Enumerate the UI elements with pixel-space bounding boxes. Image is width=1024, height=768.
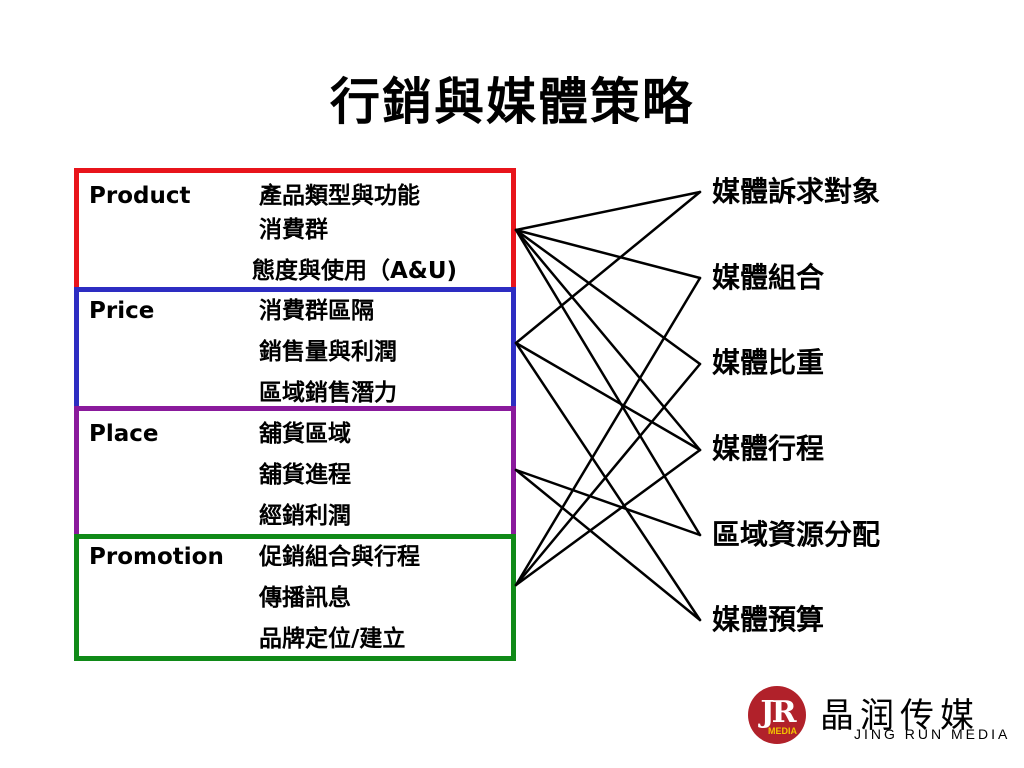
promotion-item-3: 品牌定位/建立 [259, 626, 406, 652]
media-item-mix: 媒體組合 [712, 261, 825, 294]
promotion-box [74, 534, 516, 661]
media-item-regional-allocation: 區域資源分配 [712, 518, 881, 551]
price-item-2: 銷售量與利潤 [259, 339, 397, 365]
place-item-3: 經銷利潤 [259, 503, 351, 529]
slide-title: 行銷與媒體策略 [330, 73, 694, 131]
place-item-1: 舖貨區域 [259, 421, 351, 447]
media-item-budget: 媒體預算 [712, 603, 825, 636]
product-label: Product [89, 183, 191, 209]
company-logo-name-cn: 晶润传媒 [820, 696, 980, 736]
company-logo-mark-sub: MEDIA [768, 726, 797, 736]
connector-product-schedule [514, 228, 702, 452]
company-logo-name-en: JING RUN MEDIA [854, 726, 1011, 742]
place-label: Place [89, 421, 159, 447]
price-label: Price [89, 298, 155, 324]
connector-place-regional [514, 468, 702, 537]
connector-promotion-schedule [514, 448, 702, 587]
place-item-2: 舖貨進程 [259, 462, 351, 488]
connector-price-schedule [514, 341, 702, 452]
connector-product-regional [514, 228, 702, 537]
product-item-2: 消費群 [259, 217, 328, 243]
promotion-label: Promotion [89, 544, 224, 570]
connector-price-target [514, 190, 702, 345]
connector-price-budget [514, 341, 702, 622]
connector-promotion-mix [514, 276, 702, 587]
connector-product-mix [514, 228, 702, 280]
price-item-1: 消費群區隔 [259, 298, 374, 324]
connector-place-budget [514, 468, 702, 622]
company-logo-mark: JR [748, 686, 806, 744]
connector-promotion-weight [514, 362, 702, 587]
product-item-3: 態度與使用（A&U) [252, 258, 458, 284]
product-item-1: 產品類型與功能 [259, 183, 420, 209]
media-item-schedule: 媒體行程 [712, 432, 825, 465]
connector-product-target [514, 190, 702, 232]
price-item-3: 區域銷售潛力 [259, 380, 397, 406]
promotion-item-1: 促銷組合與行程 [259, 544, 420, 570]
media-item-weight: 媒體比重 [712, 346, 825, 379]
promotion-item-2: 傳播訊息 [259, 585, 351, 611]
connector-product-weight [514, 228, 702, 366]
media-item-target: 媒體訴求對象 [712, 175, 881, 208]
